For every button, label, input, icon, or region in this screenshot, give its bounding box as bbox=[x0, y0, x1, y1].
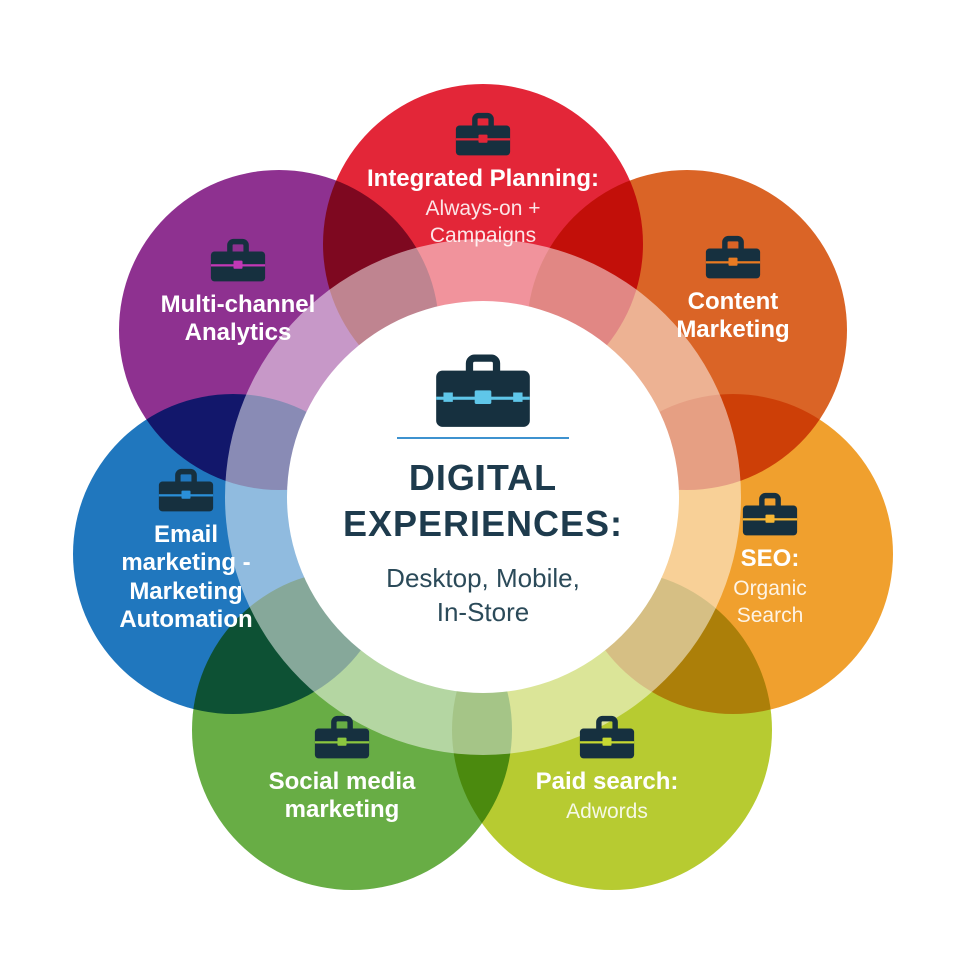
petal-title: Paid search: bbox=[535, 768, 679, 795]
petal-seo: SEO: Organic Search bbox=[660, 492, 880, 629]
toolbox-icon bbox=[455, 112, 511, 156]
petal-title: Social media marketing bbox=[268, 768, 416, 824]
petal-title: Content Marketing bbox=[676, 288, 790, 344]
toolbox-icon bbox=[705, 235, 761, 279]
divider-line bbox=[397, 437, 569, 439]
petal-content-marketing: Content Marketing bbox=[603, 235, 863, 348]
petal-title: Email marketing - Marketing Automation bbox=[119, 521, 253, 633]
petal-multi-channel-analytics: Multi-channel Analytics bbox=[103, 238, 373, 351]
petal-subtitle: Always-on + Campaigns bbox=[425, 197, 541, 247]
toolbox-icon bbox=[579, 715, 635, 759]
petal-integrated-planning: Integrated Planning: Always-on + Campaig… bbox=[318, 112, 648, 249]
toolbox-icon bbox=[742, 492, 798, 536]
petal-paid-search: Paid search: Adwords bbox=[472, 715, 742, 826]
toolbox-icon bbox=[158, 468, 214, 512]
petal-subtitle: Adwords bbox=[566, 800, 648, 824]
toolbox-icon-large bbox=[436, 354, 530, 427]
toolbox-icon bbox=[314, 715, 370, 759]
center-subtitle: Desktop, Mobile, In-Store bbox=[386, 563, 580, 628]
petal-title: SEO: bbox=[740, 545, 800, 572]
petal-subtitle: Organic Search bbox=[733, 577, 807, 627]
center-circle bbox=[287, 301, 679, 693]
center-label: DIGITAL EXPERIENCES: Desktop, Mobile, In… bbox=[293, 354, 673, 630]
toolbox-icon bbox=[210, 238, 266, 282]
petal-social-media-marketing: Social media marketing bbox=[207, 715, 477, 828]
petal-title: Multi-channel Analytics bbox=[160, 291, 316, 347]
petal-email-marketing-automation: Email marketing - Marketing Automation bbox=[61, 468, 311, 637]
petal-title: Integrated Planning: bbox=[366, 165, 599, 192]
center-title: DIGITAL EXPERIENCES: bbox=[342, 457, 624, 545]
